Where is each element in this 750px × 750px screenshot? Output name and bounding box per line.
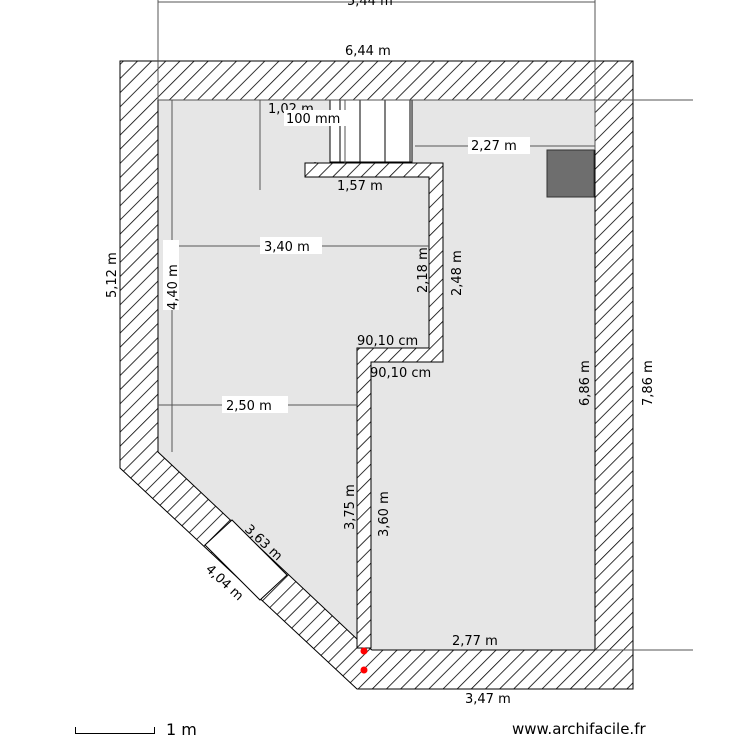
window-opening	[204, 519, 288, 601]
dim-partition-inner-a: 2,18 m	[416, 247, 431, 293]
dim-room-width-upper: 3,40 m	[264, 240, 310, 255]
dim-left-inner: 4,40 m	[166, 264, 181, 310]
marker-dot	[360, 666, 368, 674]
dim-right-outer: 7,86 m	[641, 360, 656, 406]
scale-label: 1 m	[166, 720, 197, 739]
dim-corridor-width: 2,27 m	[471, 139, 517, 154]
dim-label-bg	[260, 237, 322, 254]
equipment-block	[546, 149, 595, 198]
interior-partition-wall	[304, 162, 444, 649]
dim-left-outer: 5,12 m	[105, 252, 120, 298]
marker-dot	[360, 647, 368, 655]
dim-bottom-outer: 3,47 m	[465, 692, 511, 707]
dim-label-bg	[468, 137, 530, 154]
dim-room-width-lower: 2,50 m	[226, 399, 272, 414]
dim-label-bg	[284, 110, 352, 126]
dim-wall-thickness: 100 mm	[286, 112, 340, 127]
dim-partition-inner-b: 2,48 m	[450, 250, 465, 296]
dim-right-inner: 6,86 m	[578, 360, 593, 406]
dim-inner-ledge: 1,57 m	[337, 179, 383, 194]
dim-label-bg	[163, 240, 179, 310]
staircase	[314, 99, 413, 163]
dim-step-a: 90,10 cm	[357, 334, 418, 349]
dim-top-outer: 6,44 m	[345, 44, 391, 59]
dim-bottom-inner: 2,77 m	[452, 634, 498, 649]
scale-bar	[75, 727, 155, 734]
website-url: www.archifacile.fr	[512, 720, 646, 738]
dim-label-bg	[222, 396, 288, 413]
dim-step-b: 90,10 cm	[370, 366, 431, 381]
dim-partition-lower-a: 3,75 m	[343, 484, 358, 530]
dim-top-overall: 5,44 m	[347, 0, 393, 9]
dim-partition-lower-b: 3,60 m	[377, 491, 392, 537]
